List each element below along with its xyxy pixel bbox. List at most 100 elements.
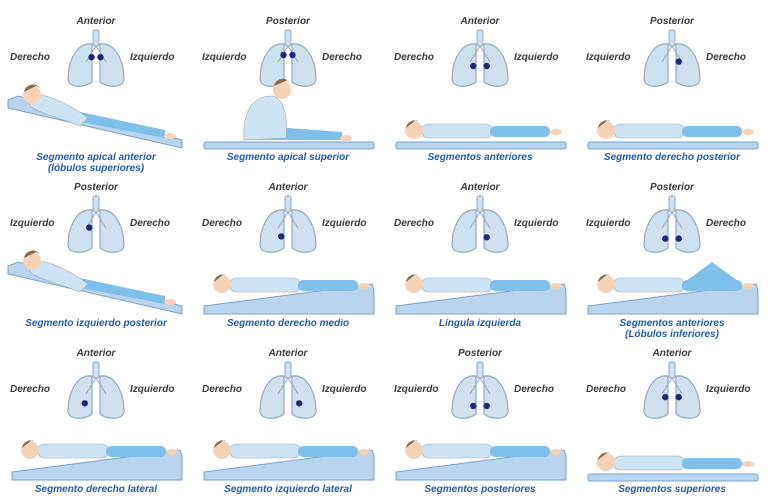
panel-caption: Segmentos posteriores xyxy=(424,484,536,495)
segment-marker xyxy=(675,235,682,242)
orientation-label-right: Izquierdo xyxy=(322,384,367,395)
trachea xyxy=(668,361,676,379)
bed xyxy=(587,473,759,482)
torso xyxy=(613,277,685,293)
hair xyxy=(24,250,40,258)
segment-marker xyxy=(278,233,285,240)
feet xyxy=(550,129,562,135)
segment-marker xyxy=(662,235,669,242)
segment-marker xyxy=(675,393,682,401)
panel-caption: Segmentos superiores xyxy=(618,484,726,495)
orientation-label-right: Izquierdo xyxy=(514,218,559,229)
hair xyxy=(598,274,612,282)
orientation-label-right: Izquierdo xyxy=(130,384,175,395)
bed xyxy=(587,141,759,150)
segment-marker xyxy=(483,234,490,241)
orientation-label-left: Derecho xyxy=(202,218,243,229)
segment-marker xyxy=(280,51,287,59)
orientation-label-left: Derecho xyxy=(10,384,51,395)
hair xyxy=(22,440,36,448)
head xyxy=(405,441,423,459)
head xyxy=(597,453,615,471)
bed xyxy=(203,141,375,150)
orientation-label-top: Posterior xyxy=(650,182,694,193)
lung-left xyxy=(67,209,93,253)
lung-right xyxy=(675,43,701,87)
orientation-label-top: Anterior xyxy=(268,348,308,359)
orientation-label-right: Izquierdo xyxy=(514,52,559,63)
segment-marker xyxy=(86,224,93,231)
bronchi xyxy=(85,45,107,63)
legs xyxy=(490,280,550,291)
feet xyxy=(164,299,176,305)
trachea xyxy=(476,361,484,379)
patient-figure xyxy=(595,120,754,139)
panel-illustration xyxy=(7,29,183,149)
orientation-label-top: Anterior xyxy=(652,348,692,359)
segment-marker xyxy=(470,402,477,410)
orientation-label-right: Izquierdo xyxy=(130,52,175,63)
torso xyxy=(29,94,89,127)
orientation-label-left: Izquierdo xyxy=(10,218,55,229)
panel-illustration xyxy=(203,195,375,315)
orientation-label-top: Posterior xyxy=(650,16,694,27)
lungs-diagram xyxy=(67,361,125,419)
feet xyxy=(358,283,370,289)
bronchi xyxy=(469,211,491,229)
hair xyxy=(406,120,420,128)
head xyxy=(405,121,423,139)
panel-illustration xyxy=(203,29,375,150)
trachea xyxy=(476,195,484,213)
lungs-diagram xyxy=(67,195,125,253)
bronchi xyxy=(85,377,107,395)
orientation-label-right: Izquierdo xyxy=(706,384,751,395)
bronchi xyxy=(661,377,683,395)
lungs-diagram xyxy=(259,195,317,253)
lungs-diagram xyxy=(451,361,509,419)
torso xyxy=(421,443,493,459)
lungs-diagram xyxy=(259,361,317,419)
segment-marker xyxy=(483,402,490,410)
lungs-diagram xyxy=(643,29,701,87)
feet xyxy=(742,283,754,289)
orientation-label-top: Anterior xyxy=(76,16,116,27)
hair xyxy=(214,274,228,282)
feet xyxy=(742,129,754,135)
hair xyxy=(214,440,228,448)
orientation-label-left: Derecho xyxy=(202,384,243,395)
orientation-label-top: Posterior xyxy=(74,182,118,193)
head xyxy=(21,441,39,459)
panel-caption: Segmento derecho posterior xyxy=(603,152,741,163)
legs xyxy=(490,126,550,137)
panel-illustration xyxy=(587,361,759,482)
lung-right xyxy=(675,209,701,253)
legs xyxy=(490,446,550,457)
lungs-diagram xyxy=(643,195,701,253)
torso xyxy=(29,260,89,293)
patient-figure xyxy=(23,250,176,305)
segment-marker xyxy=(97,54,104,61)
segment-marker xyxy=(662,393,669,401)
trachea xyxy=(92,361,100,379)
trachea xyxy=(476,29,484,47)
lung-left xyxy=(451,43,477,87)
feet xyxy=(550,449,562,455)
panel-caption: Língula izquierda xyxy=(438,318,522,329)
bed-mattress xyxy=(587,141,759,150)
lungs-diagram xyxy=(643,361,701,419)
bronchi xyxy=(277,211,299,229)
feet xyxy=(742,461,754,467)
lung-right xyxy=(291,43,317,87)
lung-right xyxy=(99,375,125,419)
orientation-label-left: Derecho xyxy=(394,52,435,63)
legs xyxy=(682,126,742,137)
torso xyxy=(37,443,109,459)
segment-marker xyxy=(88,54,95,61)
